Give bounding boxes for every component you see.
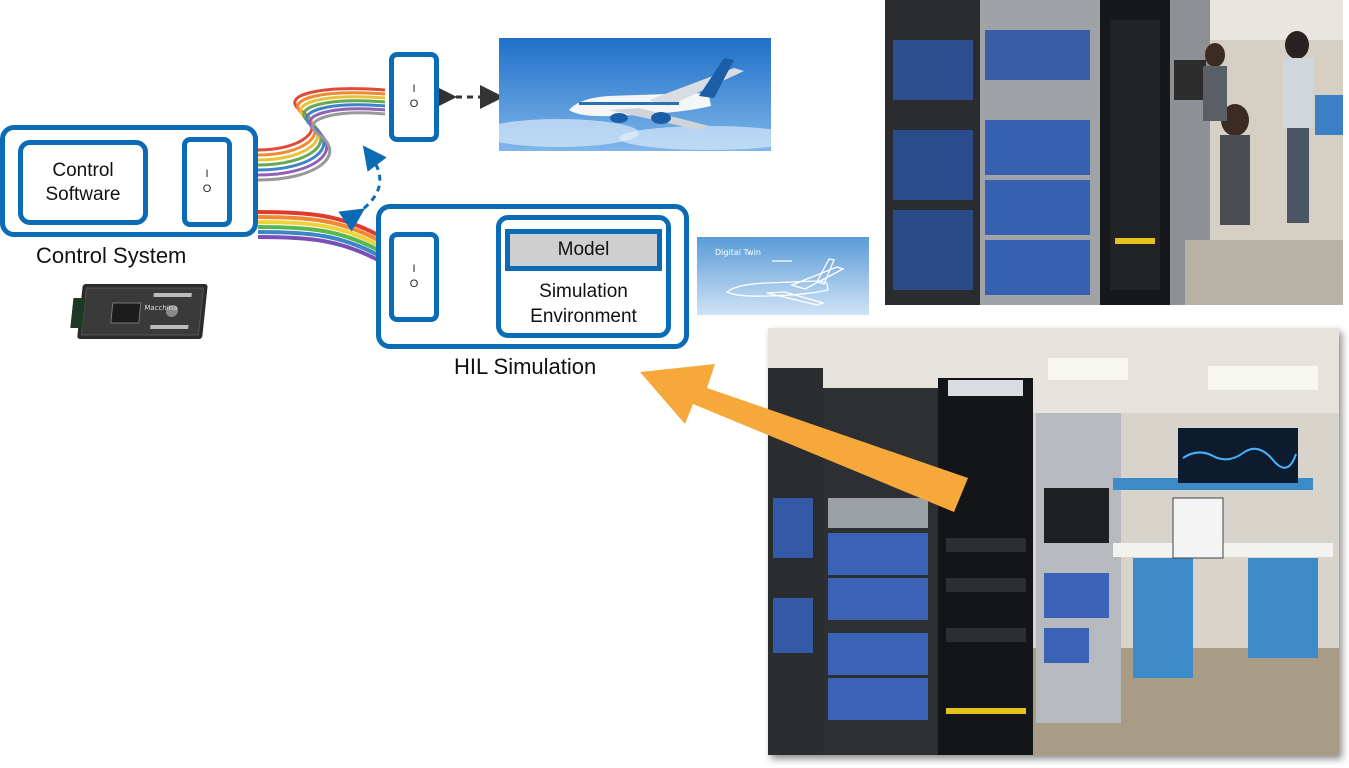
control-software-box: Control Software xyxy=(18,140,148,225)
control-system-title: Control System xyxy=(36,243,187,268)
switch-arrow xyxy=(338,145,387,232)
control-software-line1: Control xyxy=(52,159,114,181)
io-o-label: O xyxy=(202,183,212,195)
target-io-box: I O xyxy=(389,52,439,142)
control-io-box: I O xyxy=(182,137,232,227)
hil-simulation-title: HIL Simulation xyxy=(454,354,597,379)
control-software-line2: Software xyxy=(45,183,121,205)
controller-board-image: Macchina xyxy=(69,278,216,344)
digital-twin-label: Digital Twin xyxy=(715,248,761,257)
airplane-photo xyxy=(499,38,771,151)
board-brand-text: Macchina xyxy=(144,303,178,312)
hil-io-box: I O xyxy=(389,232,439,322)
simulation-env-line1: Simulation xyxy=(539,281,628,302)
lab-racks-photo-bottom xyxy=(768,328,1339,755)
digital-twin-image: Digital Twin xyxy=(697,237,869,315)
simulation-env-line2: Environment xyxy=(530,306,637,327)
lower-ribbon-cable xyxy=(257,210,379,262)
model-label: Model xyxy=(557,239,610,260)
io-i-label: I xyxy=(412,83,416,95)
upper-ribbon-cable xyxy=(257,87,386,182)
io-o-label: O xyxy=(409,98,419,110)
io-o-label: O xyxy=(409,278,419,290)
io-i-label: I xyxy=(205,168,209,180)
model-box: Model xyxy=(505,229,662,271)
io-i-label: I xyxy=(412,263,416,275)
lab-racks-photo-top xyxy=(885,0,1343,305)
